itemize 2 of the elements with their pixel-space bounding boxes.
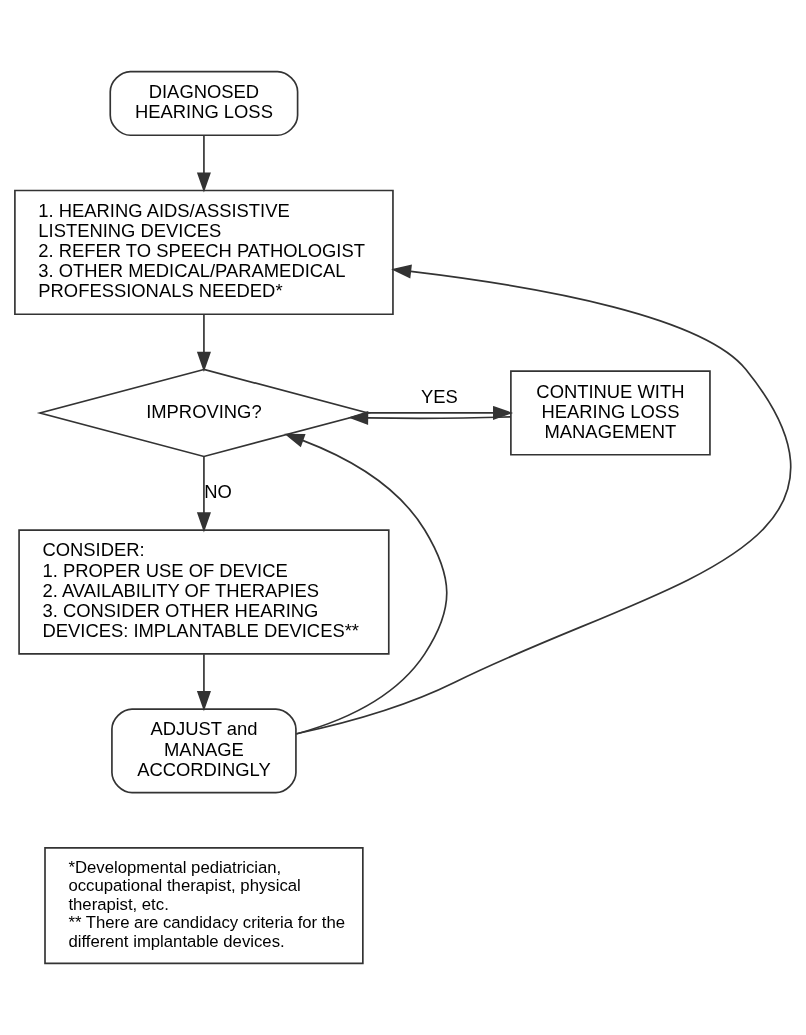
edge-label: NO [204,480,232,502]
edge-label: YES [420,385,458,407]
